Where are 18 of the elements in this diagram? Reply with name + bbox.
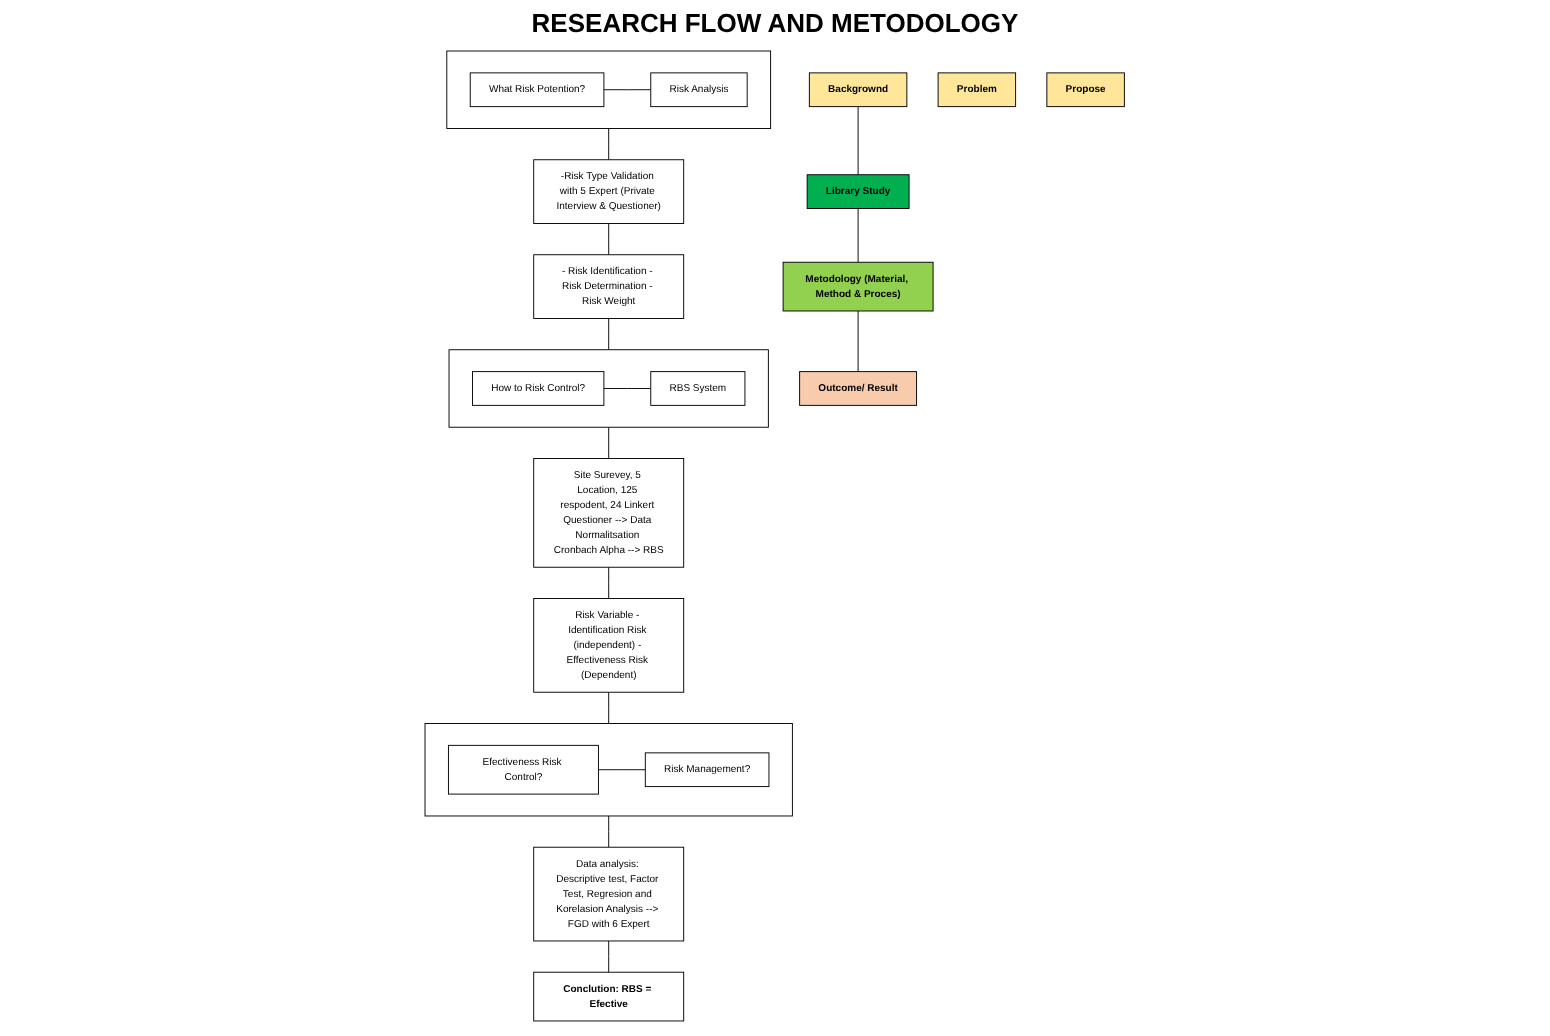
connector bbox=[598, 769, 647, 771]
connector bbox=[608, 815, 610, 848]
connector bbox=[608, 940, 610, 973]
connector bbox=[857, 310, 859, 373]
cluster bbox=[446, 50, 772, 129]
connector bbox=[857, 106, 859, 176]
connector bbox=[608, 128, 610, 161]
connector bbox=[603, 89, 652, 91]
diagram-title: RESEARCH FLOW AND METODOLOGY bbox=[529, 8, 1021, 38]
connector bbox=[608, 691, 610, 724]
connector bbox=[603, 388, 652, 389]
cluster bbox=[424, 723, 794, 817]
connector bbox=[608, 426, 610, 459]
cluster bbox=[448, 349, 770, 428]
connector bbox=[608, 318, 610, 351]
connector bbox=[608, 223, 610, 256]
connector bbox=[857, 208, 859, 263]
connector bbox=[608, 566, 610, 599]
